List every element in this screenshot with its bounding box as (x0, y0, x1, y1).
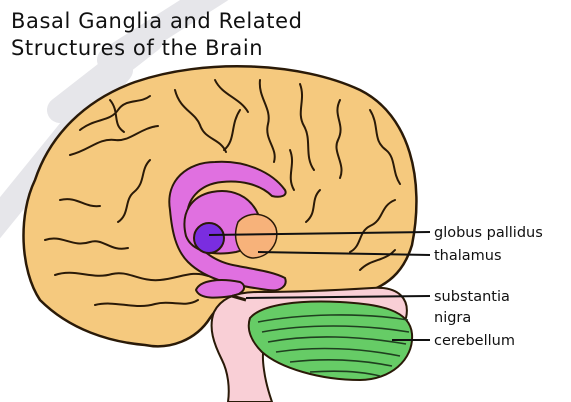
title-line-2: Structures of the Brain (11, 35, 303, 62)
globus-pallidus (194, 223, 224, 253)
title-line-1: Basal Ganglia and Related (11, 8, 303, 35)
label-substantia: substantia (434, 289, 510, 305)
label-globus-pallidus: globus pallidus (434, 225, 543, 241)
label-thalamus: thalamus (434, 248, 502, 264)
label-cerebellum: cerebellum (434, 333, 515, 349)
label-nigra: nigra (434, 310, 471, 326)
diagram-title: Basal Ganglia and Related Structures of … (11, 8, 303, 62)
